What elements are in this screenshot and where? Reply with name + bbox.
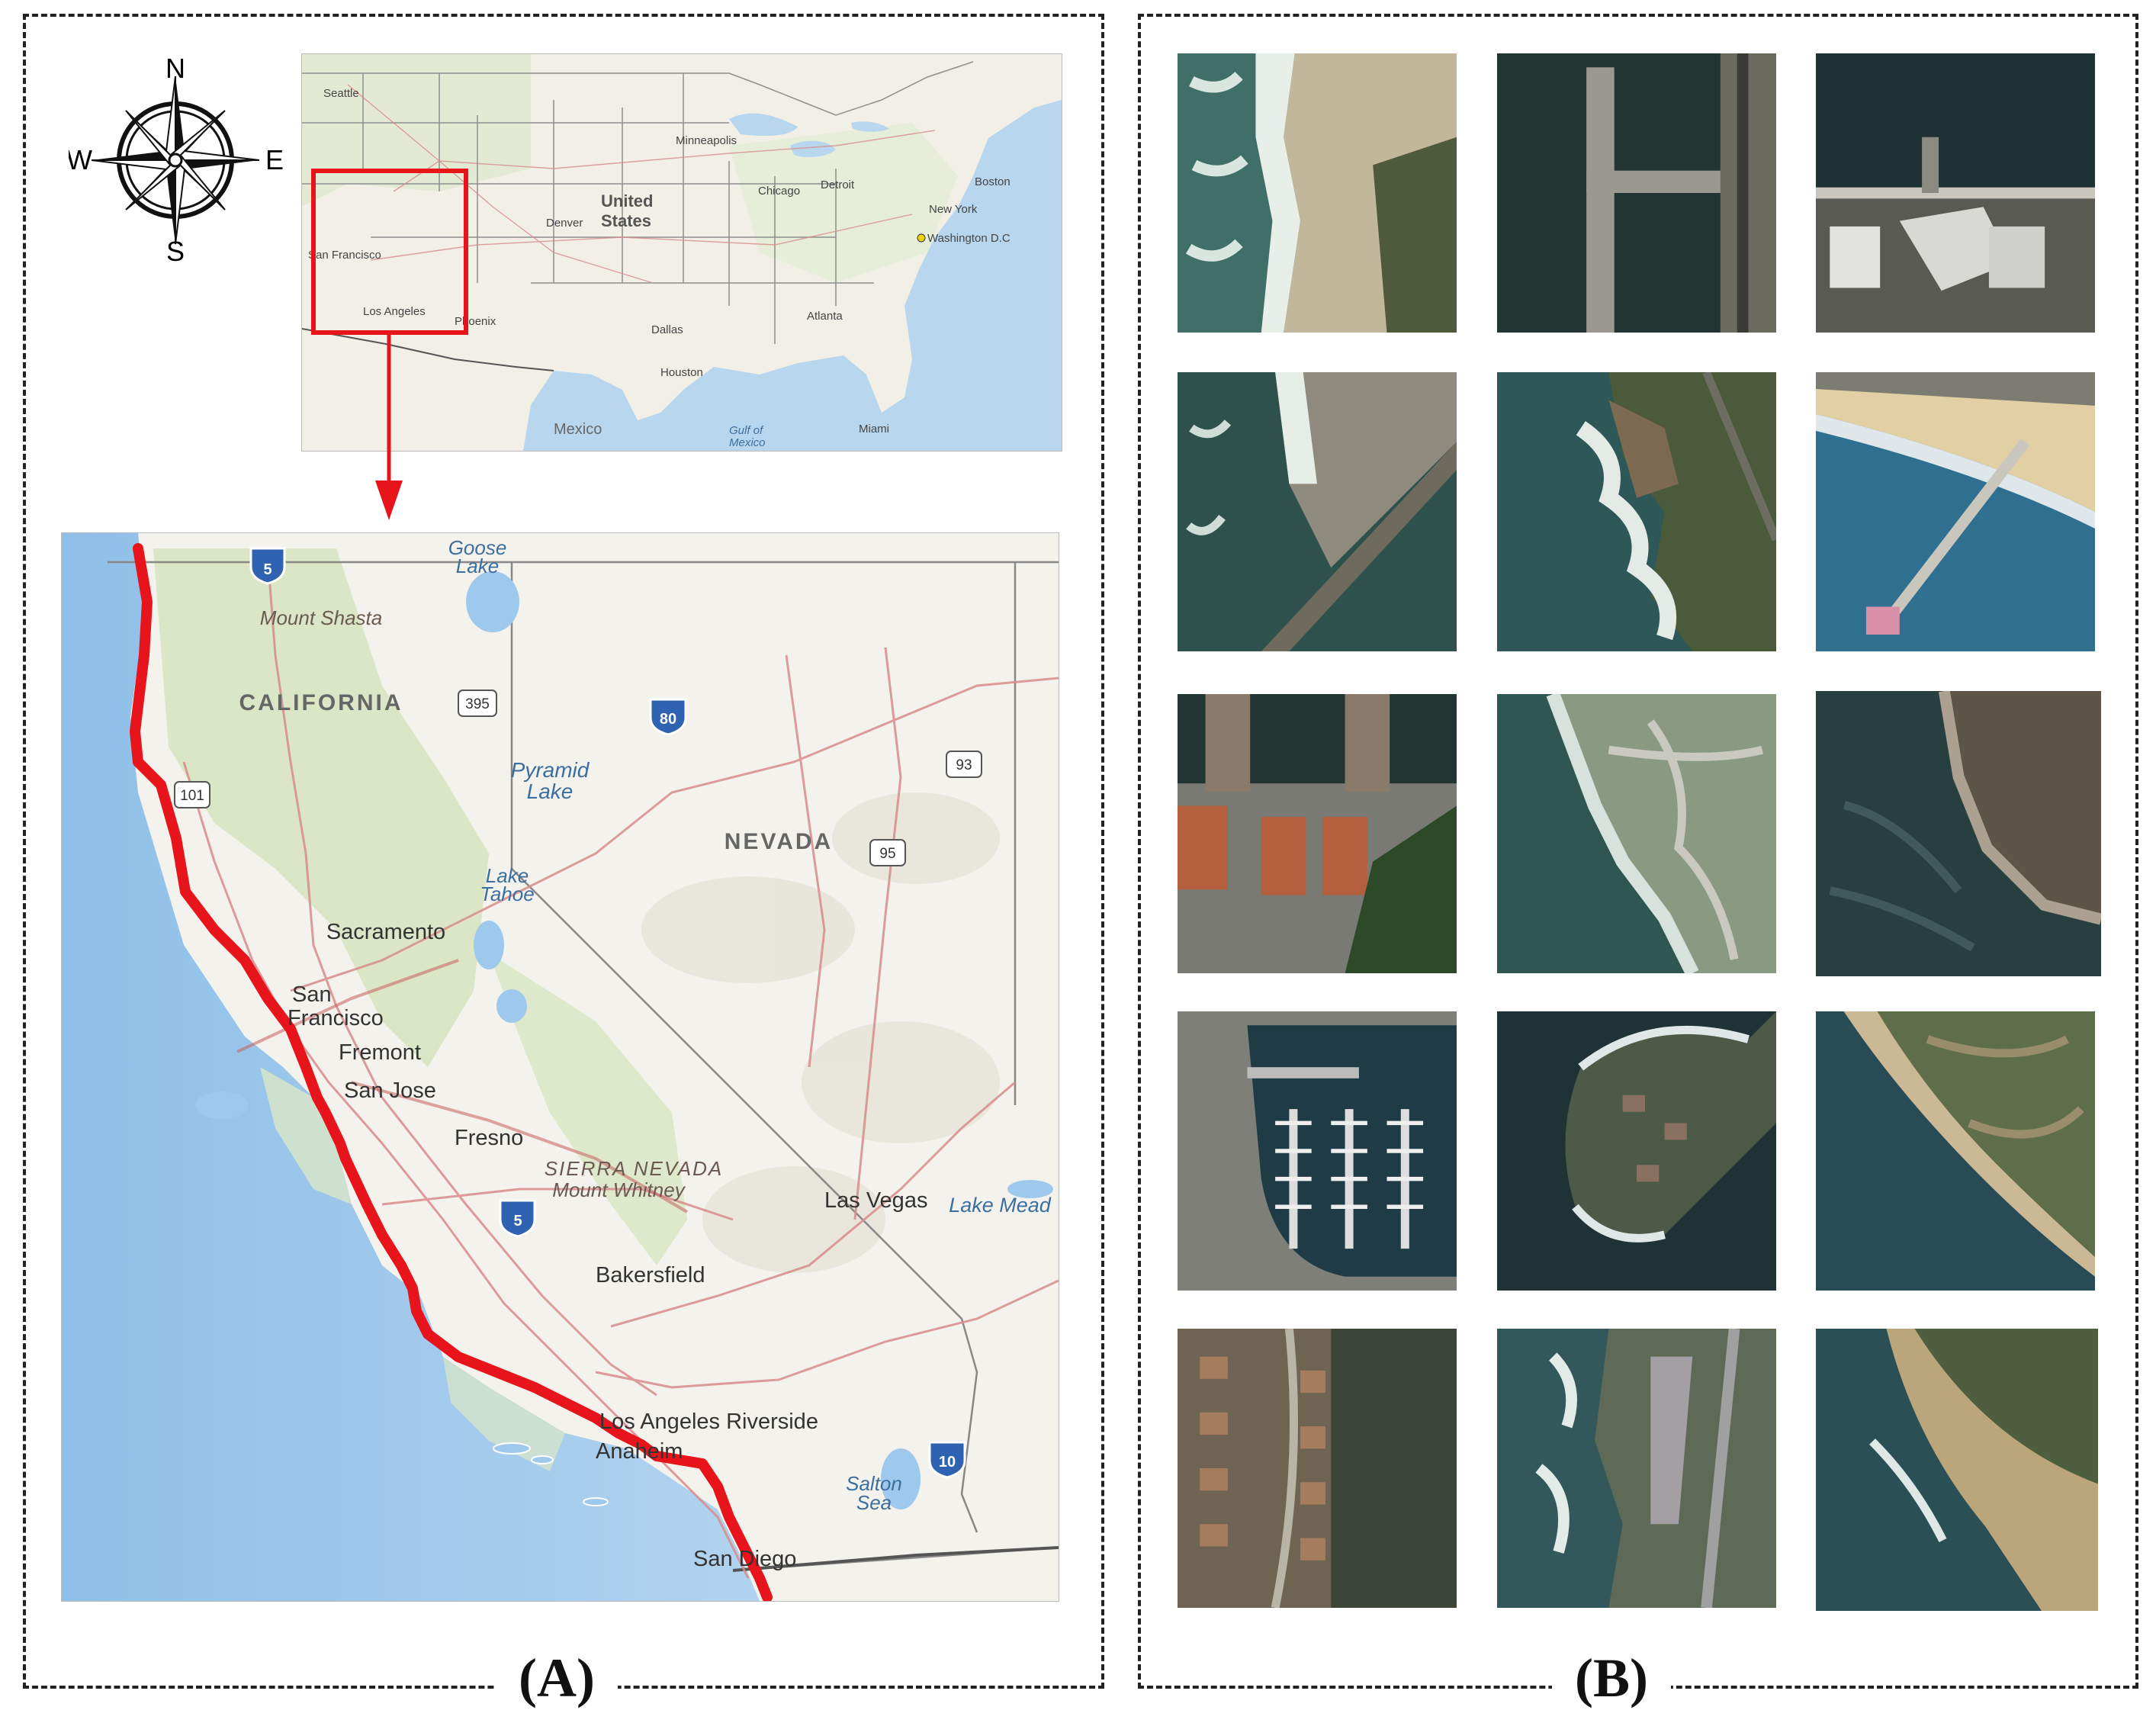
svg-text:5: 5 [263,561,272,578]
label-san-diego: San Diego [693,1547,796,1571]
zoom-arrow [375,332,403,520]
label-fresno: Fresno [455,1126,523,1150]
label-san-francisco-1: San [292,982,332,1007]
country-label-line2: States [601,211,651,230]
compass-east-label: E [265,144,284,175]
satellite-tile-headland [1497,1011,1776,1291]
label-nevada: NEVADA [725,829,833,854]
city-denver: Denver [546,217,583,230]
satellite-tile-pier-dock [1497,53,1776,333]
city-new-york: New York [929,203,978,216]
country-label-line1: United [601,191,653,211]
compass-south-label: S [166,236,185,267]
satellite-tile-coastal-road [1497,1329,1776,1608]
shield-i10: 10 [928,1441,966,1479]
label-san-francisco-2: Francisco [288,1006,384,1030]
panel-b-label: (B) [1552,1647,1671,1709]
city-chicago: Chicago [758,185,800,198]
compass-north-label: N [165,53,185,84]
city-atlanta: Atlanta [807,310,843,323]
compass-west-label: W [69,144,92,175]
compass-rose-icon: N S E W [69,53,284,267]
city-los-angeles: Los Angeles [363,305,426,318]
city-miami: Miami [859,423,889,436]
label-mount-whitney: Mount Whitney [552,1178,686,1201]
svg-text:10: 10 [939,1454,956,1471]
label-fremont: Fremont [339,1040,421,1065]
panel-a-label: (A) [496,1647,618,1709]
label-pyramid-lake-1: Pyramid [511,758,590,782]
satellite-tile-rocky-shore [1497,372,1776,651]
svg-text:95: 95 [879,846,895,862]
label-lake-tahoe-2: Tahoe [480,882,534,905]
label-salton-sea-1: Salton [846,1472,902,1495]
shield-us95: 95 [869,839,906,866]
shield-i5-south: 5 [499,1199,536,1238]
city-seattle: Seattle [323,87,359,100]
satellite-tile-beach-surf [1178,53,1457,333]
satellite-tile-marina [1178,1011,1457,1291]
label-las-vegas: Las Vegas [824,1188,927,1213]
shield-us395: 395 [458,690,497,717]
gulf-label-line1: Gulf of [729,424,764,437]
shield-us101: 101 [174,781,210,808]
satellite-tile-coastal-buildings [1816,53,2095,333]
shield-i80: 80 [649,698,687,736]
detail-map: 5 5 80 10 101 395 93 95 Goose Lake Pyram… [61,532,1059,1602]
label-pyramid-lake-2: Lake [527,780,574,803]
city-san-francisco: San Francisco [308,249,381,262]
satellite-tile-jetty [1178,372,1457,651]
satellite-tile-bluffs [1816,1329,2098,1611]
label-sierra-nevada: SIERRA NEVADA [545,1157,724,1180]
svg-text:80: 80 [660,711,676,728]
svg-text:93: 93 [956,757,972,773]
label-goose-lake-1: Goose [448,536,507,559]
city-phoenix: Phoenix [455,315,496,328]
svg-text:395: 395 [465,696,490,712]
label-la-riverside: Los Angeles Riverside [599,1410,818,1434]
shield-us93: 93 [946,751,982,778]
label-california: CALIFORNIA [239,690,403,715]
city-washington: Washington D.C [927,232,1011,245]
gulf-label-line2: Mexico [729,436,766,449]
label-san-jose: San Jose [344,1078,436,1103]
city-dallas: Dallas [651,323,683,336]
shield-i5-north: 5 [249,547,286,585]
city-boston: Boston [975,175,1011,188]
highlighted-coastline [130,543,773,1601]
satellite-tile-waterfront-houses [1178,1329,1457,1608]
svg-text:5: 5 [513,1213,522,1230]
satellite-tile-harbor-buildings [1178,694,1457,973]
label-bakersfield: Bakersfield [596,1263,705,1287]
label-salton-sea-2: Sea [856,1491,892,1514]
label-sacramento: Sacramento [326,920,445,944]
svg-text:101: 101 [180,788,204,804]
capital-star-icon [917,233,926,243]
label-mount-shasta: Mount Shasta [260,606,382,629]
city-houston: Houston [660,366,703,379]
mexico-label: Mexico [554,421,602,438]
label-goose-lake-2: Lake [456,555,499,577]
overview-map: Seattle Minneapolis Chicago Detroit Bost… [301,53,1062,452]
satellite-tile-sandy-inlet [1816,1011,2095,1291]
satellite-tile-beach-pier [1816,372,2095,651]
satellite-tile-residential-coast [1497,694,1776,973]
satellite-tile-cliff-shore [1816,691,2101,976]
label-lake-mead: Lake Mead [949,1194,1052,1217]
city-minneapolis: Minneapolis [676,134,737,147]
label-lake-tahoe-1: Lake [486,864,529,887]
city-detroit: Detroit [821,178,855,191]
label-anaheim: Anaheim [596,1439,683,1464]
